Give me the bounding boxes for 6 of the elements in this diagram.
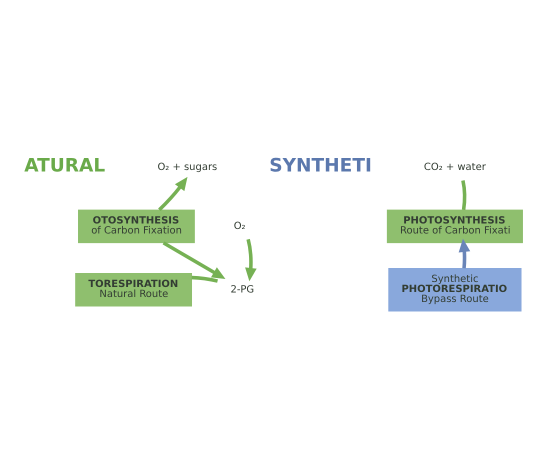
label: SYNTHETI — [269, 155, 372, 176]
node-text: 2-PG — [230, 284, 254, 296]
node-text: O₂ — [234, 221, 246, 232]
label: ATURAL — [24, 155, 106, 176]
node-text: CO₂ + water — [424, 162, 486, 174]
node-text: O₂ + sugars — [157, 162, 218, 174]
